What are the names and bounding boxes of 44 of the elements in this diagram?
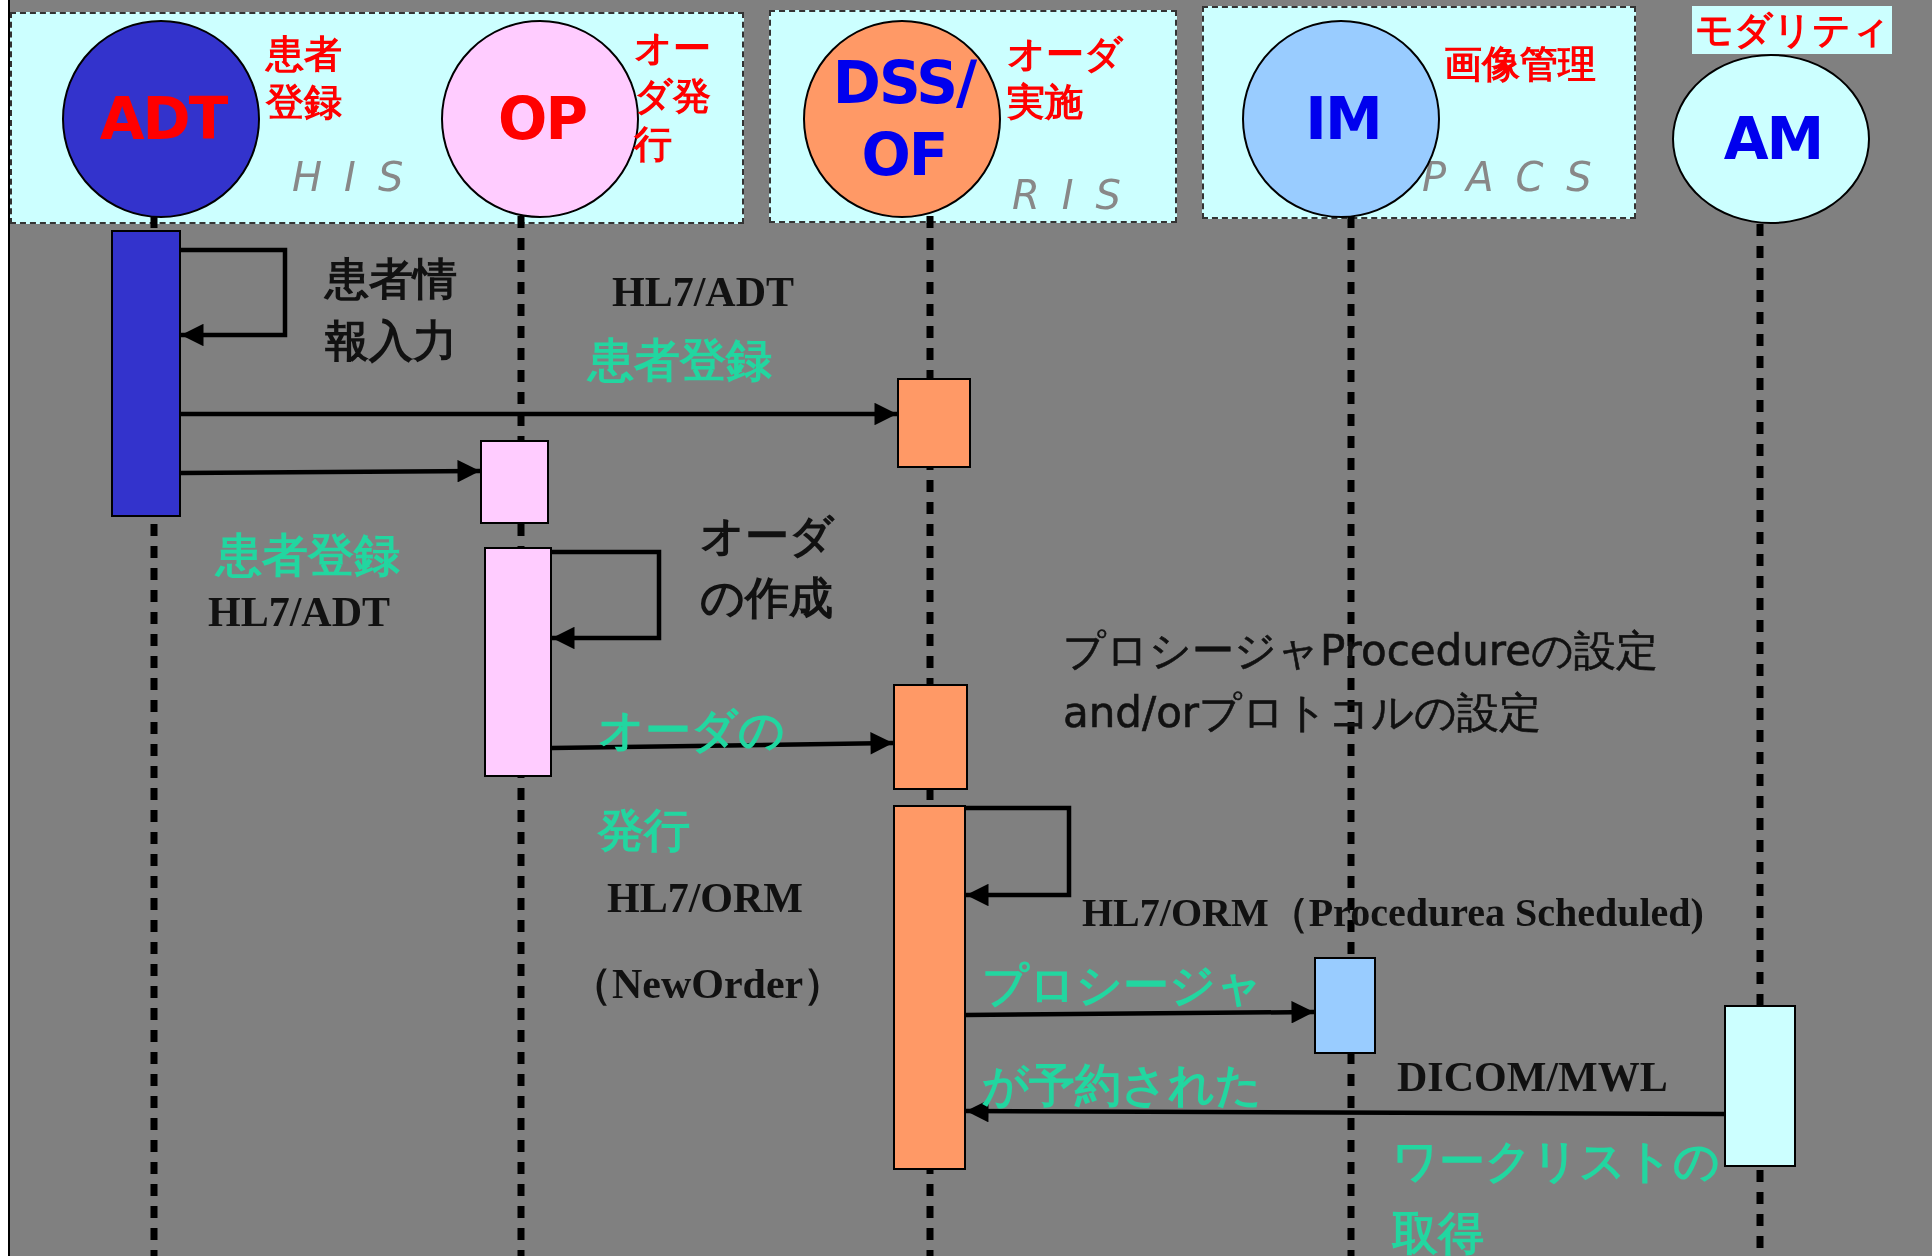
edge-label: DICOM/MWL (1397, 1053, 1668, 1101)
message-text: ワークリストの取得 (1392, 1133, 1721, 1256)
activation-bar (893, 805, 966, 1170)
activation-bar (480, 440, 549, 524)
actor-label: IM (1304, 84, 1382, 155)
message-arrow (966, 1000, 1314, 1024)
edge-label: 患者情報入力 (325, 252, 458, 368)
actor-label: ADT (98, 84, 229, 155)
message-arrow (551, 732, 894, 755)
system-band (769, 10, 1177, 223)
system-band (10, 12, 744, 224)
activation-bar (897, 378, 971, 468)
self-message-arrow (181, 247, 288, 347)
activation-bar (111, 230, 181, 517)
message-text: 患者登録 (216, 527, 401, 584)
edge-label: HL7/ADT (208, 588, 391, 636)
system-band (1202, 6, 1636, 219)
activation-bar (893, 684, 968, 790)
caption-text: 患者登録 (266, 31, 343, 126)
activation-bar (484, 547, 552, 777)
message-text: オーダの発行 (598, 702, 786, 859)
edge-label: オーダの作成 (700, 509, 836, 625)
self-message-arrow (966, 805, 1072, 907)
activation-bar (1724, 1005, 1796, 1167)
caption-text: 画像管理 (1444, 41, 1597, 88)
edge-label: プロシージャが予約された (982, 957, 1264, 1114)
system-name: RIS (1012, 172, 1144, 218)
edge-label: HL7/ADT (612, 268, 795, 316)
actor-label: OP (497, 84, 587, 155)
message-text: 患者登録 (588, 332, 773, 389)
self-message-arrow (552, 549, 662, 650)
edge-label: プロシージャProcedureの設定and/orプロトコルの設定 (1063, 625, 1660, 739)
caption-text: オーダ実施 (1007, 31, 1125, 126)
message-arrow (181, 459, 480, 483)
actor-label: DSS/ OF (831, 48, 978, 191)
caption-text: オーダ発行 (634, 25, 712, 168)
system-name: HIS (292, 154, 427, 200)
message-arrow (181, 402, 897, 426)
message-text: HL7/ORM（Procedurea Scheduled) (1082, 889, 1704, 937)
caption-text: モダリティ (1692, 6, 1892, 54)
actor-label: AM (1722, 104, 1824, 175)
edge-label: HL7/ORM （NewOrder） (570, 874, 840, 1009)
system-name: PACS (1422, 154, 1615, 200)
activation-bar (1314, 957, 1376, 1054)
